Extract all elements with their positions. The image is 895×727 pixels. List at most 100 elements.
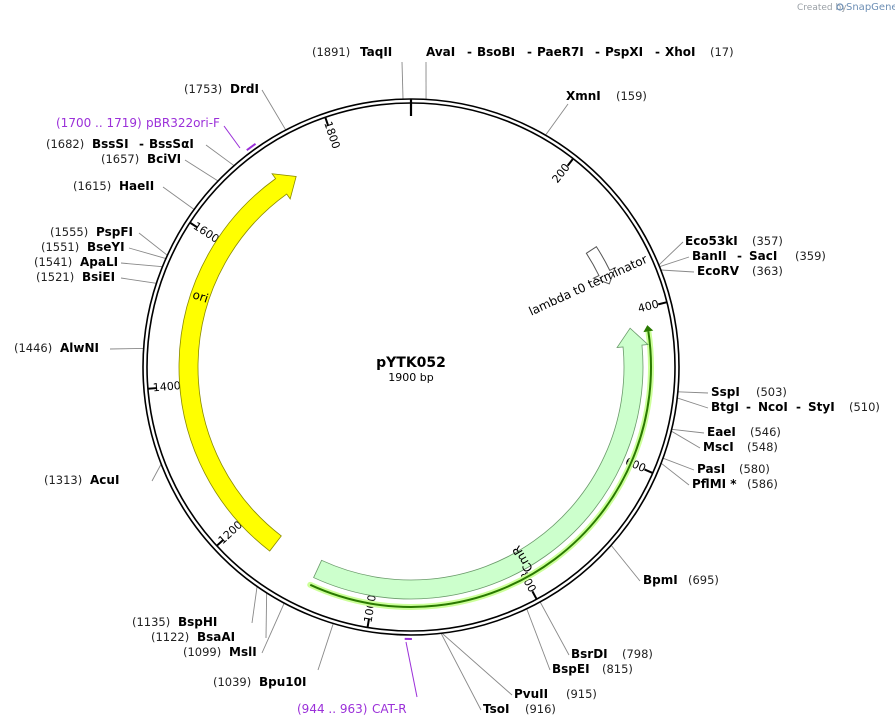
site-name-bspei[interactable]: BspEI	[552, 662, 590, 676]
site-name-msli[interactable]: MslI	[229, 645, 257, 659]
primer-name-cat-r[interactable]: CAT-R	[372, 702, 407, 716]
site-name-pasi[interactable]: PasI	[697, 462, 725, 476]
site-name-bpmi[interactable]: BpmI	[643, 573, 678, 587]
site-label-bsssi[interactable]: (1682) BssSI - BssSαI	[46, 137, 194, 151]
site-name-haeii[interactable]: HaeII	[119, 179, 154, 193]
primer-pos-cat-r: (944 .. 963)	[297, 702, 367, 716]
site-label-eaei[interactable]: EaeI (546)	[707, 425, 781, 439]
site-name-banii[interactable]: BanII	[692, 249, 727, 263]
site-name-bsssi[interactable]: BssSI	[92, 137, 129, 151]
site-name-pvuii[interactable]: PvuII	[514, 687, 548, 701]
site-pos-acui: (1313)	[44, 473, 82, 487]
tick-mark	[216, 538, 225, 547]
site-name-bcivi[interactable]: BciVI	[147, 152, 181, 166]
site-label-pasi[interactable]: PasI (580)	[697, 462, 770, 476]
site-label-apali[interactable]: (1541) ApaLI	[34, 255, 118, 269]
site-name-sspi[interactable]: SspI	[711, 385, 740, 399]
site-name-msci[interactable]: MscI	[703, 440, 734, 454]
feature-arrow-lambda-t0-terminator[interactable]	[585, 246, 617, 285]
site-label-drdi[interactable]: (1753) DrdI	[184, 82, 259, 96]
site-label-bpu10i[interactable]: (1039) Bpu10I	[213, 675, 306, 689]
site-label-bcivi[interactable]: (1657) BciVI	[101, 152, 181, 166]
site-label-alwni[interactable]: (1446) AlwNI	[14, 341, 99, 355]
site-label-acui[interactable]: (1313) AcuI	[44, 473, 119, 487]
primer-mark-pbr322ori-f[interactable]	[246, 143, 257, 151]
site-name-drdi[interactable]: DrdI	[230, 82, 259, 96]
site-name-tsoi[interactable]: TsoI	[483, 702, 509, 716]
feature-label-ori[interactable]: ori	[191, 287, 210, 305]
site-pos-pasi: (580)	[739, 462, 770, 476]
feature-arrow-ori[interactable]	[178, 173, 297, 552]
site-name-bpu10i[interactable]: Bpu10I	[259, 675, 306, 689]
site-name-pspfi[interactable]: PspFI	[96, 225, 133, 239]
site-label-ecorv[interactable]: EcoRV (363)	[697, 264, 783, 278]
feature-arrow-cmr[interactable]	[313, 327, 649, 600]
site-name-bsrdi[interactable]: BsrDI	[571, 647, 608, 661]
site-label-msli[interactable]: (1099) MslI	[183, 645, 257, 659]
site-label-bspei[interactable]: BspEI (815)	[552, 662, 633, 676]
site-name-paer7i[interactable]: PaeR7I	[537, 45, 584, 59]
site-label-haeii[interactable]: (1615) HaeII	[73, 179, 154, 193]
site-name-pspxi[interactable]: PspXI	[605, 45, 643, 59]
orf-line[interactable]	[309, 331, 652, 608]
site-name-eaei[interactable]: EaeI	[707, 425, 736, 439]
site-label-bpmi[interactable]: BpmI (695)	[643, 573, 719, 587]
primer-leader-pbr322ori-f	[223, 125, 241, 149]
site-label-xmni[interactable]: XmnI (159)	[566, 89, 647, 103]
site-sep: -	[139, 137, 144, 151]
site-name-saci[interactable]: SacI	[749, 249, 777, 263]
site-name-bsiei[interactable]: BsiEI	[82, 270, 115, 284]
site-leader-line	[539, 601, 570, 656]
site-name-taqii[interactable]: TaqII	[360, 45, 392, 59]
site-leader-line	[660, 462, 690, 486]
site-name-pflmi[interactable]: PflMI *	[692, 477, 737, 491]
site-label-bsrdi[interactable]: BsrDI (798)	[571, 647, 653, 661]
plasmid-size: 1900 bp	[388, 371, 433, 384]
site-label-sspi[interactable]: SspI (503)	[711, 385, 787, 399]
primer-marks[interactable]	[223, 125, 418, 698]
site-leader-line	[128, 247, 167, 259]
site-name-styi[interactable]: StyI	[808, 400, 835, 414]
feature-arrows[interactable]	[178, 173, 649, 600]
site-name-btgi[interactable]: BtgI	[711, 400, 739, 414]
site-name-alwni[interactable]: AlwNI	[60, 341, 99, 355]
site-name-bsphi[interactable]: BspHI	[178, 615, 217, 629]
site-name-xmni[interactable]: XmnI	[566, 89, 601, 103]
site-label-pspfi[interactable]: (1555) PspFI	[50, 225, 133, 239]
site-label-banii-saci[interactable]: BanII - SacI (359)	[692, 249, 826, 263]
primer-name-pbr322ori-f[interactable]: pBR322ori-F	[146, 116, 220, 130]
site-label-bsphi[interactable]: (1135) BspHI	[132, 615, 217, 629]
site-name-bsssai[interactable]: BssSαI	[149, 137, 194, 151]
site-label-top-cluster[interactable]: (1891) TaqII AvaI - BsoBI - PaeR7I - Psp…	[312, 45, 734, 59]
feature-label-lambda-t0-terminator[interactable]: lambda t0 terminator	[527, 252, 650, 318]
site-label-pflmi[interactable]: PflMI * (586)	[692, 477, 778, 491]
primer-label-cat-r[interactable]: (944 .. 963) CAT-R	[297, 702, 407, 716]
site-pos-eco53ki: (357)	[752, 234, 783, 248]
site-label-bsiei[interactable]: (1521) BsiEI	[36, 270, 115, 284]
site-label-bseyi[interactable]: (1551) BseYI	[41, 240, 125, 254]
site-label-pvuii[interactable]: PvuII (915)	[514, 687, 597, 701]
site-pos-bcivi: (1657)	[101, 152, 139, 166]
site-sep: -	[746, 400, 751, 414]
site-label-tsoi[interactable]: TsoI (916)	[483, 702, 556, 716]
site-name-bseyi[interactable]: BseYI	[87, 240, 125, 254]
site-name-bsaai[interactable]: BsaAI	[197, 630, 235, 644]
primer-label-pbr322ori-f[interactable]: (1700 .. 1719) pBR322ori-F	[56, 116, 220, 130]
site-pos-bpmi: (695)	[688, 573, 719, 587]
site-name-acui[interactable]: AcuI	[90, 473, 119, 487]
site-name-ecorv[interactable]: EcoRV	[697, 264, 740, 278]
site-leader-line	[662, 457, 695, 471]
site-label-btgi-ncoi-styi[interactable]: BtgI - NcoI - StyI (510)	[711, 400, 880, 414]
cmr-orf-line[interactable]	[307, 325, 654, 610]
site-pos-drdi: (1753)	[184, 82, 222, 96]
site-name-avai[interactable]: AvaI	[426, 45, 455, 59]
site-name-eco53ki[interactable]: Eco53kI	[685, 234, 738, 248]
site-label-eco53ki[interactable]: Eco53kI (357)	[685, 234, 783, 248]
site-name-ncoi[interactable]: NcoI	[758, 400, 788, 414]
site-name-apali[interactable]: ApaLI	[80, 255, 118, 269]
site-label-bsaai[interactable]: (1122) BsaAI	[151, 630, 235, 644]
site-name-bsobi[interactable]: BsoBI	[477, 45, 515, 59]
site-label-msci[interactable]: MscI (548)	[703, 440, 778, 454]
site-name-xhoi[interactable]: XhoI	[665, 45, 696, 59]
